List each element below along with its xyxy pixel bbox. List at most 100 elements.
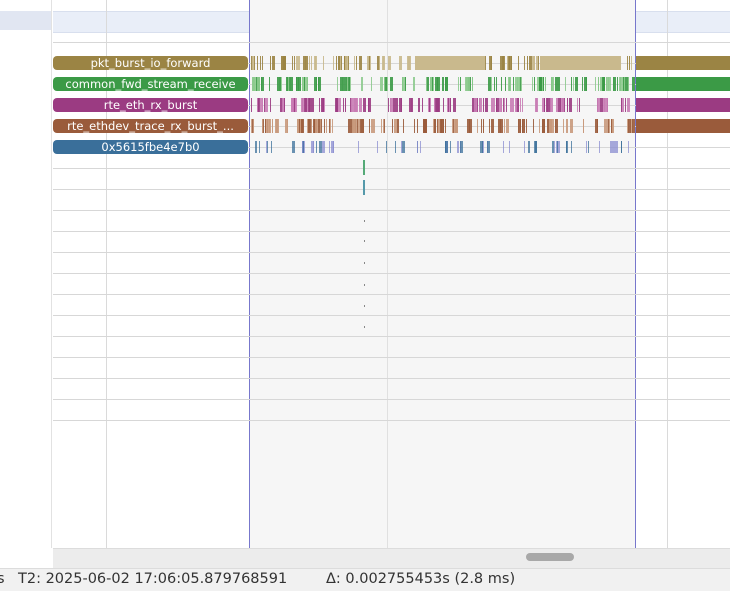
state-tick[interactable] [401, 141, 402, 153]
state-tick[interactable] [422, 98, 423, 112]
state-tick[interactable] [383, 119, 384, 133]
state-segment[interactable] [540, 56, 620, 70]
state-tick[interactable] [257, 98, 258, 112]
state-tick[interactable] [566, 141, 567, 153]
state-tick[interactable] [292, 98, 293, 112]
state-tick[interactable] [395, 141, 396, 153]
state-tick[interactable] [267, 141, 268, 153]
state-tick[interactable] [628, 141, 629, 153]
state-tick[interactable] [567, 141, 568, 153]
state-tick[interactable] [460, 77, 461, 91]
state-tick[interactable] [479, 98, 482, 112]
state-bar[interactable] [636, 98, 730, 112]
state-tick[interactable] [319, 98, 320, 112]
state-tick[interactable] [536, 56, 537, 70]
state-tick[interactable] [443, 77, 444, 91]
state-tick[interactable] [558, 98, 561, 112]
state-tick[interactable] [285, 119, 288, 133]
state-tick[interactable] [253, 56, 254, 70]
state-tick[interactable] [349, 77, 350, 91]
state-tick[interactable] [600, 77, 603, 91]
state-tick[interactable] [556, 77, 559, 91]
state-tick[interactable] [348, 119, 351, 133]
state-tick[interactable] [534, 77, 535, 91]
state-tick[interactable] [379, 56, 380, 70]
state-tick[interactable] [262, 56, 263, 70]
state-tick[interactable] [608, 77, 611, 91]
state-tick[interactable] [552, 119, 553, 133]
state-tick[interactable] [329, 119, 330, 133]
state-tick[interactable] [290, 77, 293, 91]
state-tick[interactable] [588, 141, 589, 153]
state-tick[interactable] [419, 98, 420, 112]
state-tick[interactable] [526, 119, 527, 133]
state-tick[interactable] [542, 119, 545, 133]
state-tick[interactable] [414, 77, 415, 91]
state-tick[interactable] [455, 119, 458, 133]
state-bar[interactable] [636, 56, 730, 70]
tree-pane[interactable] [0, 0, 52, 548]
state-tick[interactable] [507, 56, 510, 70]
state-tick[interactable] [350, 77, 351, 91]
state-tick[interactable] [472, 77, 473, 91]
state-tick[interactable] [324, 98, 325, 112]
state-tick[interactable] [518, 56, 519, 70]
state-tick[interactable] [297, 56, 298, 70]
state-tick[interactable] [270, 98, 271, 112]
state-tick[interactable] [285, 56, 286, 70]
state-tick[interactable] [507, 56, 508, 70]
state-tick[interactable] [483, 141, 484, 153]
state-tick[interactable] [549, 119, 552, 133]
state-tick[interactable] [350, 98, 351, 112]
state-tick[interactable] [336, 56, 337, 70]
state-tick[interactable] [499, 98, 502, 112]
state-tick[interactable] [605, 119, 608, 133]
state-tick[interactable] [287, 119, 288, 133]
state-tick[interactable] [437, 77, 440, 91]
state-tick[interactable] [620, 56, 621, 70]
state-tick[interactable] [352, 119, 355, 133]
state-tick[interactable] [288, 77, 289, 91]
state-tick[interactable] [548, 98, 551, 112]
state-tick[interactable] [271, 141, 272, 153]
state-tick[interactable] [504, 98, 505, 112]
state-tick[interactable] [545, 77, 546, 91]
state-tick[interactable] [311, 56, 312, 70]
state-tick[interactable] [438, 119, 441, 133]
state-tick[interactable] [269, 119, 270, 133]
state-tick[interactable] [612, 119, 613, 133]
state-tick[interactable] [337, 98, 338, 112]
state-tick[interactable] [518, 119, 521, 133]
state-tick[interactable] [629, 98, 630, 112]
state-tick[interactable] [402, 77, 403, 91]
scrollbar-thumb[interactable] [526, 553, 574, 561]
state-tick[interactable] [397, 98, 398, 112]
state-tick[interactable] [343, 77, 346, 91]
state-tick[interactable] [547, 119, 548, 133]
state-tick[interactable] [513, 77, 514, 91]
state-tick[interactable] [262, 119, 263, 133]
state-tick[interactable] [584, 77, 587, 91]
state-tick[interactable] [481, 119, 482, 133]
state-tick[interactable] [369, 119, 370, 133]
state-tick[interactable] [269, 77, 270, 91]
state-tick[interactable] [426, 77, 427, 91]
state-tick[interactable] [561, 98, 564, 112]
state-tick[interactable] [307, 77, 308, 91]
state-tick[interactable] [494, 98, 495, 112]
state-tick[interactable] [426, 77, 429, 91]
state-tick[interactable] [359, 56, 362, 70]
state-tick[interactable] [297, 119, 298, 133]
state-tick[interactable] [460, 141, 463, 153]
state-tick[interactable] [282, 98, 285, 112]
state-tick[interactable] [557, 141, 558, 153]
state-tick[interactable] [442, 77, 443, 91]
state-tick[interactable] [390, 98, 393, 112]
state-tick[interactable] [452, 119, 453, 133]
state-tick[interactable] [445, 77, 448, 91]
state-tick[interactable] [469, 119, 472, 133]
selection-start-marker[interactable] [249, 0, 250, 548]
state-tick[interactable] [556, 98, 557, 112]
state-tick[interactable] [537, 56, 538, 70]
state-tick[interactable] [606, 77, 609, 91]
